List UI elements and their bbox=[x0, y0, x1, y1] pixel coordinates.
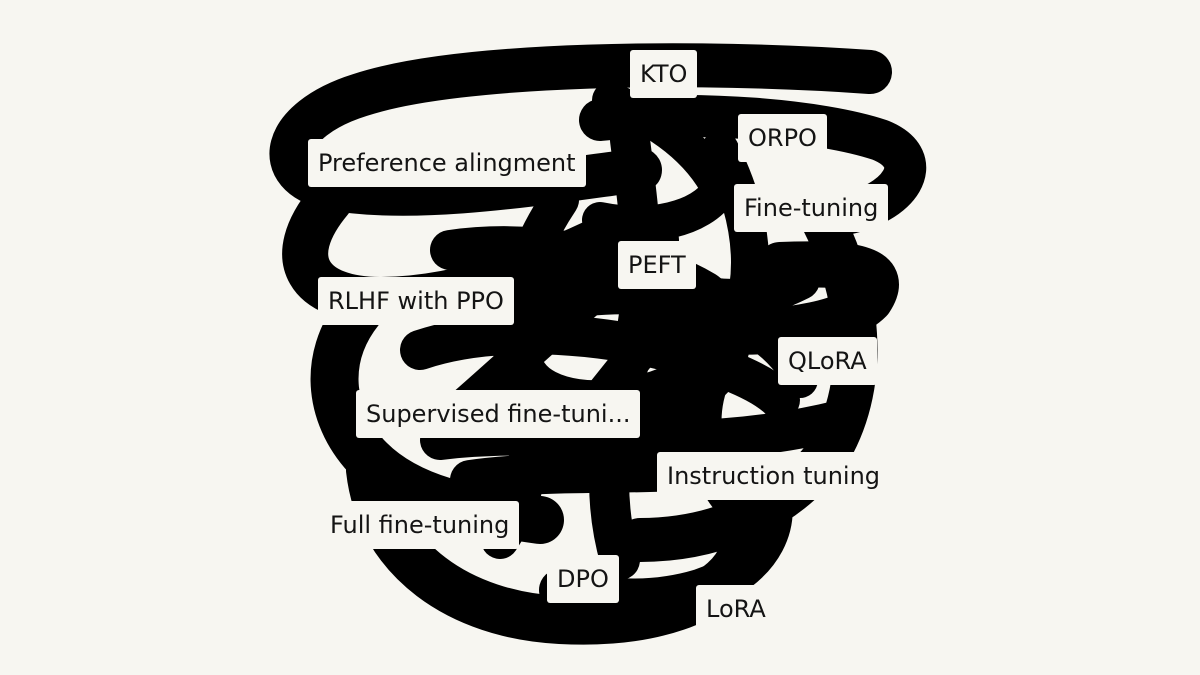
scribble-stroke-upper-right bbox=[579, 95, 927, 236]
label-dpo: DPO bbox=[547, 555, 619, 603]
label-peft: PEFT bbox=[618, 241, 696, 289]
label-full-fine-tuning: Full fine-tuning bbox=[320, 501, 520, 549]
label-kto: KTO bbox=[630, 50, 698, 98]
label-fine-tuning: Fine-tuning bbox=[734, 184, 889, 232]
label-qlora: QLoRA bbox=[778, 337, 877, 385]
label-instruction-tuning: Instruction tuning bbox=[657, 452, 891, 500]
label-preference-alignment: Preference alingment bbox=[308, 139, 586, 187]
scribble-stroke-top-knot bbox=[582, 82, 738, 242]
label-supervised-fine-tuning: Supervised fine-tuni... bbox=[356, 390, 641, 438]
label-orpo: ORPO bbox=[738, 114, 827, 162]
label-lora: LoRA bbox=[696, 585, 776, 633]
scribble-stroke-right-side bbox=[618, 193, 878, 562]
label-rlhf-with-ppo: RLHF with PPO bbox=[318, 277, 514, 325]
